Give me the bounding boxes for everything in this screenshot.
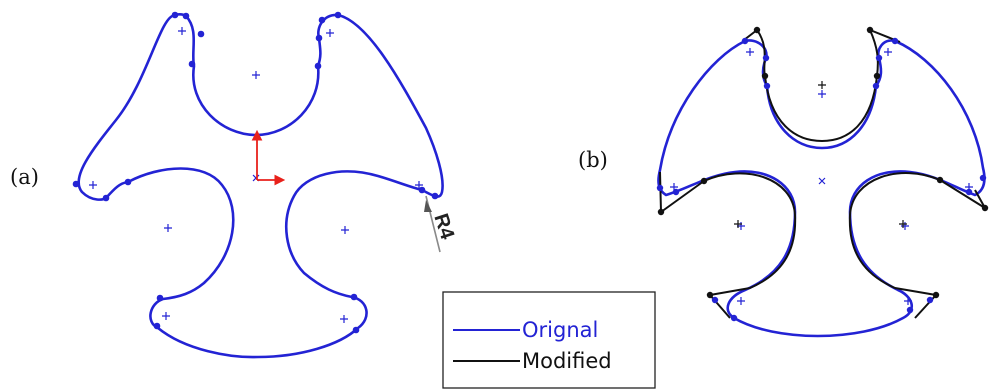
panel-a-original-profile [77,13,444,359]
panel-a-vertex-points [72,11,439,334]
panel-b-modified-profile [659,29,986,319]
legend-item-original: Orignal [453,318,598,342]
radius-label: R4 [429,211,458,243]
panel-b-label: (b) [578,148,608,172]
panel-b-modified-center-marks [734,81,907,228]
legend-original-label: Orignal [522,318,598,342]
panel-a-label: (a) [10,165,39,189]
panel-a-origin-axes [251,129,286,186]
legend-box [442,291,656,389]
panel-b-original-points [656,37,987,322]
panel-a-center-marks [89,27,423,323]
legend: Orignal Modified [442,291,656,389]
panel-a-radius-dimension: R4 [424,195,458,253]
panel-b-modified-points [657,26,989,299]
panel-b-center-marks [670,48,973,305]
panel-b: (b) [578,26,989,338]
legend-item-modified: Modified [453,349,612,373]
panel-a: (a) [10,11,458,359]
legend-modified-label: Modified [522,349,612,373]
